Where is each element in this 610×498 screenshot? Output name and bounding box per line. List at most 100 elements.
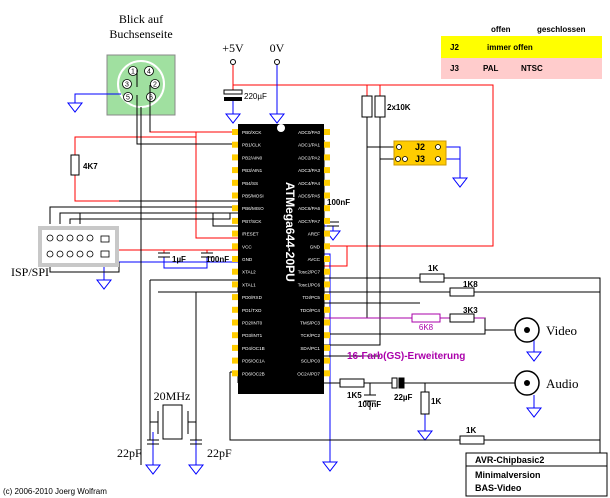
chip-pin — [232, 256, 238, 262]
jumper-j2-label: J2 — [415, 142, 425, 152]
chip-pin-label: ADC7/PA7 — [298, 219, 320, 224]
resistor-4k7-label: 4K7 — [83, 162, 98, 171]
resistor-1k-c — [459, 435, 485, 445]
chip-pin — [232, 179, 238, 186]
audio-jack — [514, 370, 540, 396]
jumper-table-col-closed: geschlossen — [537, 25, 586, 34]
chip-pin-label: PD2/INT0 — [242, 321, 263, 326]
video-label: Video — [546, 323, 577, 338]
chip-pin-label: PD4/OC1B — [242, 346, 265, 351]
chip-pin-label: PB2/AIN0 — [242, 155, 263, 160]
chip-notch — [277, 124, 285, 132]
capacitor-100n-c-label: 100nF — [358, 400, 381, 409]
chip-pin-label: ADC0/PA0 — [298, 130, 320, 135]
chip-pin-label: OC2A/PD7 — [297, 371, 320, 376]
chip-pin-label: PB6/MISO — [242, 206, 264, 211]
chip-pin — [232, 268, 238, 275]
chip-pin — [324, 217, 330, 224]
chip-pin-label: Tosc2/PC7 — [298, 270, 321, 275]
chip-pin — [232, 167, 238, 174]
chip-pin-label: PD0/RXD — [242, 295, 263, 300]
chip-pin-label: Tosc1/PC6 — [298, 282, 321, 287]
jumper-table-j3-closed: NTSC — [521, 64, 543, 73]
chip-pin — [324, 319, 330, 326]
chip-pin — [324, 230, 330, 237]
signal-wires — [49, 69, 601, 465]
jumper-table-row-j2 — [441, 36, 602, 58]
chip-pin-label: XTAL1 — [242, 282, 256, 287]
chip-pin — [324, 205, 330, 212]
chip-pin — [324, 294, 330, 301]
isp-header — [38, 226, 119, 267]
chip-pin-label: PD6/OC2B — [242, 371, 265, 376]
chip-pin — [324, 154, 330, 161]
din-connector: 1 4 3 2 5 6 — [106, 54, 176, 116]
chip-name: ATMega644-20PU — [283, 182, 297, 282]
chip-pin — [324, 256, 330, 262]
chip-pin-label: SDA/PC1 — [300, 346, 320, 351]
chip-pin-label: TDO/PC4 — [300, 308, 320, 313]
din-pin-label: 1 — [131, 69, 135, 76]
resistor-10k-b — [374, 95, 386, 118]
chip-pin-label: PB1/CLK — [242, 143, 262, 148]
microcontroller: ATMega644-20PU PB0/XCKPB1/CLKPB2/AIN0PB3… — [232, 124, 330, 394]
chip-left-pins: PB0/XCKPB1/CLKPB2/AIN0PB3/AIN1PB4/SSPB5/… — [232, 129, 266, 377]
connector-title-line2: Buchsenseite — [109, 27, 172, 41]
chip-pin-label: PB0/XCK — [242, 130, 262, 135]
isp-label: ISP/SPI — [11, 265, 49, 279]
copyright: (c) 2006-2010 Joerg Wolfram — [3, 487, 107, 496]
jumper-table-col-open: offen — [491, 25, 511, 34]
din-pin-label: 5 — [126, 95, 130, 102]
jumper-table-j3-open: PAL — [483, 64, 499, 73]
chip-pin — [232, 192, 238, 199]
chip-pin — [324, 179, 330, 186]
chip-pin-label: SCL/PC0 — [301, 359, 321, 364]
chip-pin — [324, 243, 330, 250]
extension-label: 16-Farb(GS)-Erweiterung — [347, 351, 465, 362]
chip-pin — [324, 332, 330, 339]
chip-pin-label: GND — [242, 257, 253, 262]
jumper-table-row-j3 — [441, 58, 602, 79]
title-line1: AVR-Chipbasic2 — [475, 455, 544, 465]
capacitor-100n-b-label: 100nF — [206, 255, 229, 264]
chip-pin — [232, 332, 238, 339]
gnd-label: 0V — [270, 41, 285, 55]
chip-pin-label: PD3/INT1 — [242, 333, 263, 338]
chip-pin — [324, 344, 330, 351]
chip-pin — [324, 306, 330, 313]
chip-pin — [232, 217, 238, 224]
resistor-1k8 — [449, 287, 475, 297]
chip-pin — [324, 129, 330, 135]
chip-pin — [324, 192, 330, 199]
chip-pin — [232, 344, 238, 351]
chip-pin — [232, 370, 238, 377]
chip-pin — [232, 129, 238, 135]
resistor-4k7 — [70, 154, 80, 176]
chip-pin — [324, 268, 330, 275]
chip-pin — [232, 281, 238, 288]
din-pin-label: 6 — [149, 95, 153, 102]
din-pin — [150, 79, 160, 89]
title-box: AVR-Chipbasic2 Minimalversion BAS-Video — [465, 452, 608, 497]
connector-title-line1: Blick auf — [119, 12, 163, 26]
capacitor-22u-label: 22µF — [394, 393, 413, 402]
resistor-1k5-label: 1K5 — [347, 391, 362, 400]
title-line3: BAS-Video — [475, 483, 522, 493]
resistor-3k3 — [449, 313, 475, 323]
ground-symbols — [66, 102, 543, 475]
din-pin — [144, 66, 154, 76]
din-pin-label: 3 — [125, 82, 129, 89]
gnd-terminal — [274, 59, 280, 65]
chip-pin — [324, 281, 330, 288]
vcc-label: +5V — [222, 41, 244, 55]
audio-label: Audio — [546, 376, 579, 391]
jumper-table-j2-label: J2 — [450, 43, 459, 52]
chip-pin — [232, 230, 238, 237]
din-pin — [146, 92, 156, 102]
chip-pin — [232, 319, 238, 326]
jumper-table-j2-text: immer offen — [487, 43, 533, 52]
capacitor-220u-label: 220µF — [244, 92, 267, 101]
chip-pin-label: PB7/SCK — [242, 219, 262, 224]
